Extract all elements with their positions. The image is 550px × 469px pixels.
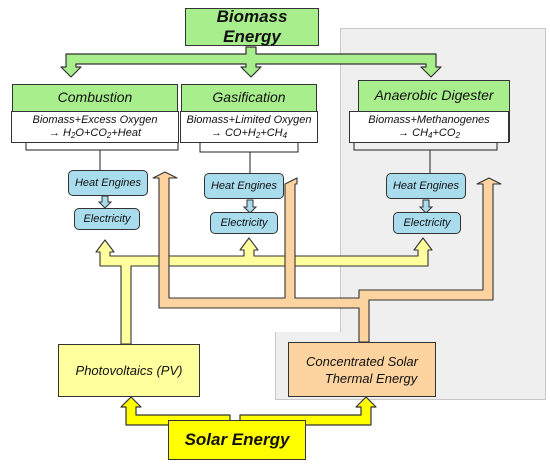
combustion-heat-engines-box: Heat Engines — [68, 170, 148, 196]
solar-energy-title: Solar Energy — [184, 430, 290, 449]
anaerobic-digester-box: Anaerobic Digester Biomass+Methanogenes … — [349, 80, 510, 143]
biomass-energy-title: Biomass Energy — [216, 7, 288, 46]
gasification-reaction: Biomass+Limited Oxygen → CO+H2+CH4 — [180, 111, 318, 143]
gasification-heat-engines-label: Heat Engines — [210, 179, 278, 192]
combustion-box: Combustion Biomass+Excess Oxygen → H2O+C… — [11, 84, 179, 143]
anaerobic-digester-reaction-line2: → CH4+CO2 — [398, 127, 460, 140]
anaerobic-digester-reaction: Biomass+Methanogenes → CH4+CO2 — [349, 111, 509, 143]
anaerobic-electricity-box: Electricity — [393, 212, 461, 234]
gasification-box: Gasification Biomass+Limited Oxygen → CO… — [180, 84, 318, 143]
photovoltaics-label: Photovoltaics (PV) — [75, 363, 183, 378]
combustion-electricity-label: Electricity — [83, 212, 131, 225]
pv-to-electricity-arrows — [95, 237, 433, 345]
combustion-title: Combustion — [57, 89, 133, 105]
gasification-reaction-line1: Biomass+Limited Oxygen — [186, 114, 312, 126]
combustion-reaction: Biomass+Excess Oxygen → H2O+CO2+Heat — [11, 111, 179, 143]
gasification-electricity-box: Electricity — [210, 212, 278, 234]
combustion-reaction-line2: → H2O+CO2+Heat — [48, 127, 142, 140]
gasification-reaction-line2: → CO+H2+CH4 — [210, 127, 288, 140]
gasification-electricity-label: Electricity — [220, 216, 268, 229]
anaerobic-digester-title: Anaerobic Digester — [374, 87, 494, 103]
anaerobic-heat-engines-label: Heat Engines — [392, 179, 460, 192]
csp-label-line1: Concentrated Solar — [305, 353, 418, 369]
combustion-heat-engines-label: Heat Engines — [74, 176, 142, 189]
photovoltaics-box: Photovoltaics (PV) — [58, 344, 200, 397]
engine-to-electricity-arrows — [97, 195, 434, 214]
biomass-energy-box: Biomass Energy — [185, 7, 319, 46]
combustion-reaction-line1: Biomass+Excess Oxygen — [32, 114, 158, 126]
solar-energy-box: Solar Energy — [168, 420, 306, 460]
anaerobic-electricity-label: Electricity — [403, 216, 451, 229]
csp-to-heat-engines-arrows — [152, 171, 502, 343]
biomass-distribution-arrows — [60, 46, 442, 78]
csp-label-line2: Thermal Energy — [324, 370, 418, 386]
gasification-title: Gasification — [212, 89, 286, 105]
reaction-brackets — [25, 142, 498, 176]
gasification-heat-engines-box: Heat Engines — [204, 173, 284, 199]
combustion-electricity-box: Electricity — [74, 208, 140, 230]
anaerobic-digester-reaction-line1: Biomass+Methanogenes — [368, 114, 490, 126]
concentrated-solar-thermal-box: Concentrated Solar Thermal Energy — [288, 342, 436, 397]
anaerobic-heat-engines-box: Heat Engines — [386, 173, 466, 199]
